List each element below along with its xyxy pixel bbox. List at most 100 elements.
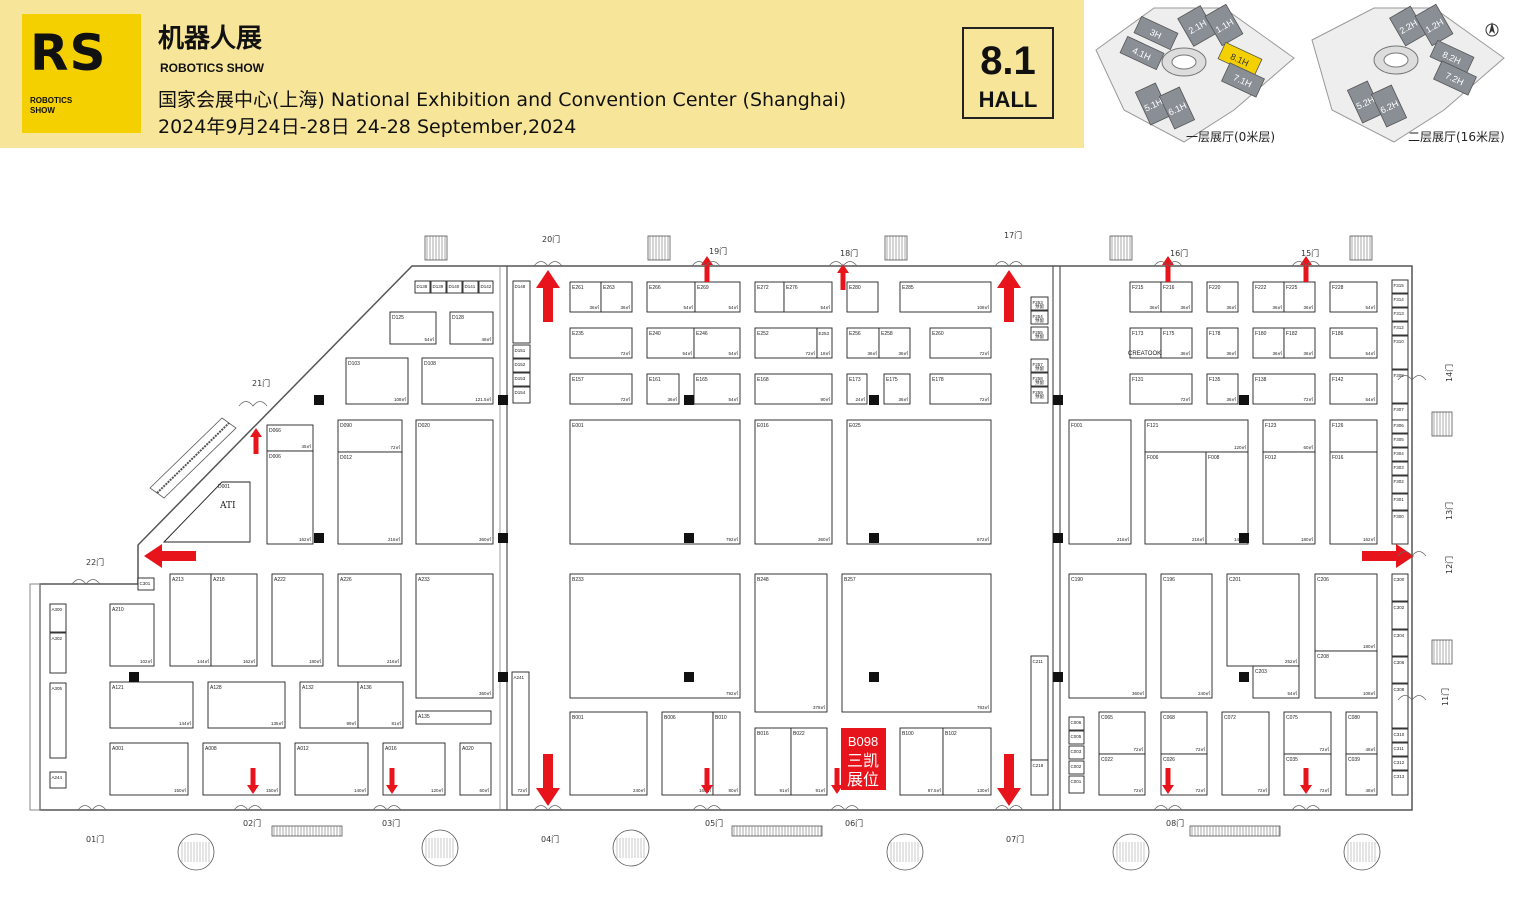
booth-D152[interactable]: D152 xyxy=(512,358,531,373)
booth-C218[interactable]: C218 xyxy=(1030,759,1049,796)
booth-D153[interactable]: D153 xyxy=(512,372,531,387)
booth-F253[interactable]: F253 xyxy=(1030,296,1049,311)
booth-F307[interactable]: F307 xyxy=(1391,403,1409,421)
booth-C001[interactable]: C001 xyxy=(1068,775,1085,794)
booth-F259[interactable]: F259 xyxy=(1030,386,1049,404)
booth-C310[interactable]: C310 xyxy=(1391,728,1409,743)
booth-A244[interactable]: A244 xyxy=(49,771,67,789)
booth-A305[interactable]: A305 xyxy=(49,682,67,759)
booth-D140[interactable]: D140 xyxy=(446,280,463,294)
booth-F303[interactable]: F303 xyxy=(1391,461,1409,476)
booth-F300[interactable]: F300 xyxy=(1391,510,1409,545)
booth-A135[interactable]: A135 xyxy=(415,710,492,725)
booth-C301[interactable]: C301 xyxy=(137,577,155,591)
booth-F258[interactable]: F258 xyxy=(1030,372,1049,387)
booth-C003[interactable]: C003 xyxy=(1068,745,1085,760)
booth-A300[interactable]: A300 xyxy=(49,603,67,633)
booth-F304[interactable]: F304 xyxy=(1391,447,1409,462)
booth-F302[interactable]: F302 xyxy=(1391,475,1409,494)
booth-C308[interactable]: C308 xyxy=(1391,683,1409,729)
booth-F126[interactable]: F126 xyxy=(1329,419,1378,453)
booth-C211[interactable]: C211 xyxy=(1030,655,1049,761)
booth-C002[interactable]: C002 xyxy=(1068,760,1085,775)
booth-C312[interactable]: C312 xyxy=(1391,756,1409,771)
booth-F305[interactable]: F305 xyxy=(1391,433,1409,448)
booth-D151[interactable]: D151 xyxy=(512,344,531,359)
booth-C313[interactable]: C313 xyxy=(1391,770,1409,796)
booth-E280[interactable]: E280 xyxy=(846,281,879,313)
booth-F314[interactable]: F314 xyxy=(1391,293,1409,308)
booth-D154[interactable]: D154 xyxy=(512,386,531,404)
booth-D142[interactable]: D142 xyxy=(478,280,494,294)
booth-F310[interactable]: F310 xyxy=(1391,335,1409,370)
booth-C306[interactable]: C306 xyxy=(1391,656,1409,684)
booth-F257[interactable]: F257 xyxy=(1030,358,1049,373)
booth-D148[interactable]: D148 xyxy=(512,280,531,344)
booth-A302[interactable]: A302 xyxy=(49,632,67,674)
booth-D141[interactable]: D141 xyxy=(462,280,479,294)
booth-F306[interactable]: F306 xyxy=(1391,419,1409,434)
